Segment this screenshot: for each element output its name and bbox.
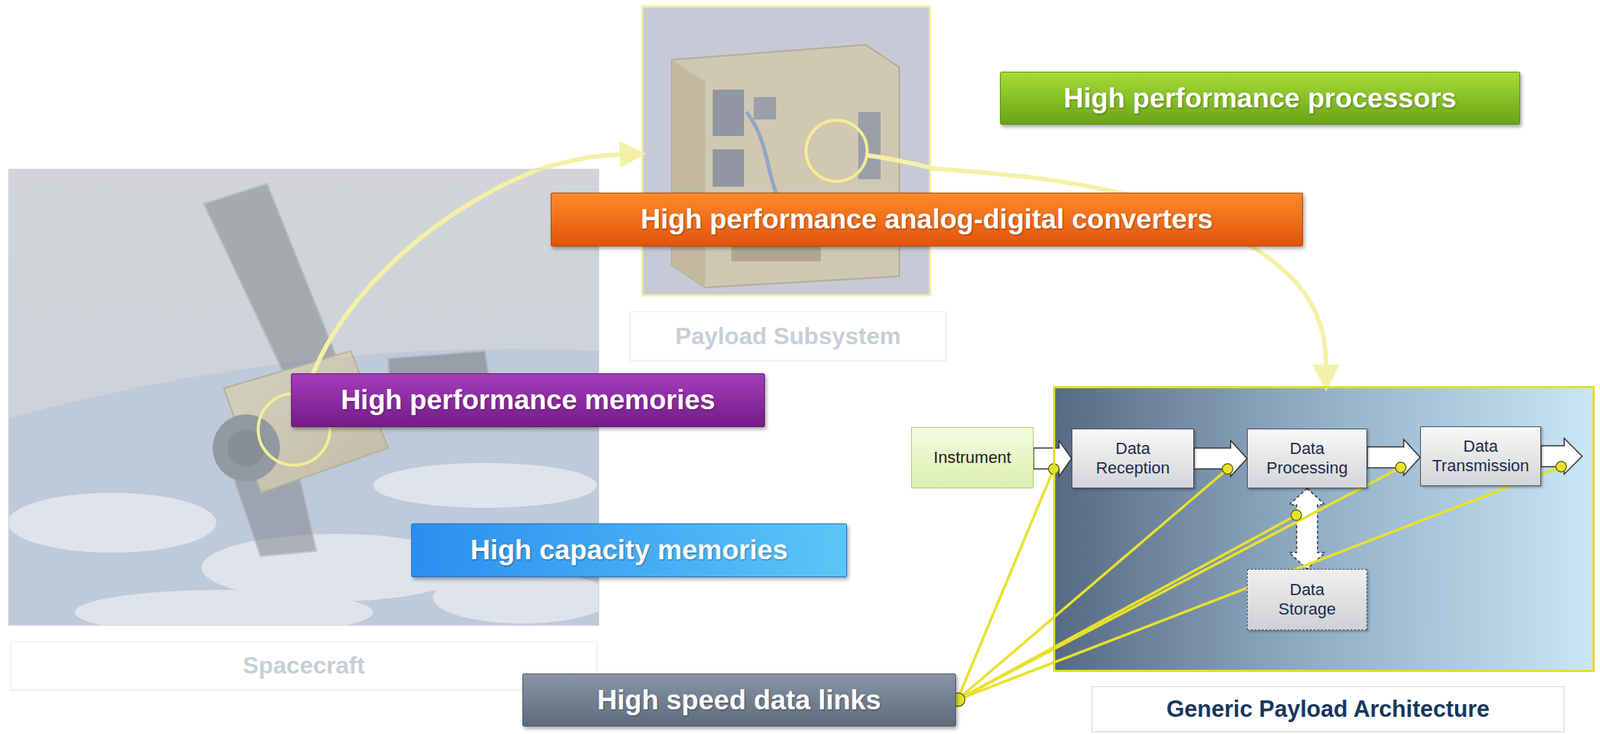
node-text: Data Transmission [1428,436,1533,477]
caption-box: Spacecraft [10,641,598,690]
zoom-arc [305,168,541,395]
node-text: Spacecraft [242,651,365,680]
node-text: Instrument [933,447,1012,468]
leader-lines [957,466,1562,700]
process-box: Data Transmission [1420,426,1542,486]
node-text: Data Processing [1255,438,1360,479]
architecture-ground [1052,385,1595,672]
node-text: High performance processors [1063,82,1456,115]
focus-circle [805,120,868,182]
caption-box: Payload Subsystem [629,311,947,361]
output-arrow [1541,438,1583,474]
feature-banner: High speed data links [522,673,956,727]
zoom-arrow [540,153,642,169]
zoom-arc [867,155,932,168]
node-text: Data Storage [1266,579,1349,620]
payload-picture [641,5,932,297]
caption-box: Generic Payload Architecture [1091,685,1565,732]
feature-banner: High capacity memories [411,523,848,577]
node-text: High performance memories [341,384,716,416]
leader-dots [951,461,1567,706]
process-box: Data Reception [1071,428,1195,489]
node-text: Data Reception [1080,438,1186,479]
payload-figure: Payload Subsystem [641,5,932,297]
node-text: High performance analog-digital converte… [641,203,1214,236]
data-flow-arrow [1289,488,1326,569]
feature-banner: High performance analog-digital converte… [550,192,1303,247]
process-box: Data Processing [1247,428,1368,489]
instrument-box: Instrument [911,426,1034,489]
node-text: High speed data links [597,684,881,716]
node-text: Payload Subsystem [675,322,901,350]
feature-banner: High performance memories [291,373,765,427]
data-flow-arrow [1194,440,1248,477]
node-text: High capacity memories [470,534,789,566]
architecture-panel: Generic Payload ArchitectureData Recepti… [1052,385,1595,672]
storage-box: Data Storage [1247,568,1368,630]
node-text: Generic Payload Architecture [1166,695,1490,723]
feature-banner: High performance processors [1000,71,1521,125]
